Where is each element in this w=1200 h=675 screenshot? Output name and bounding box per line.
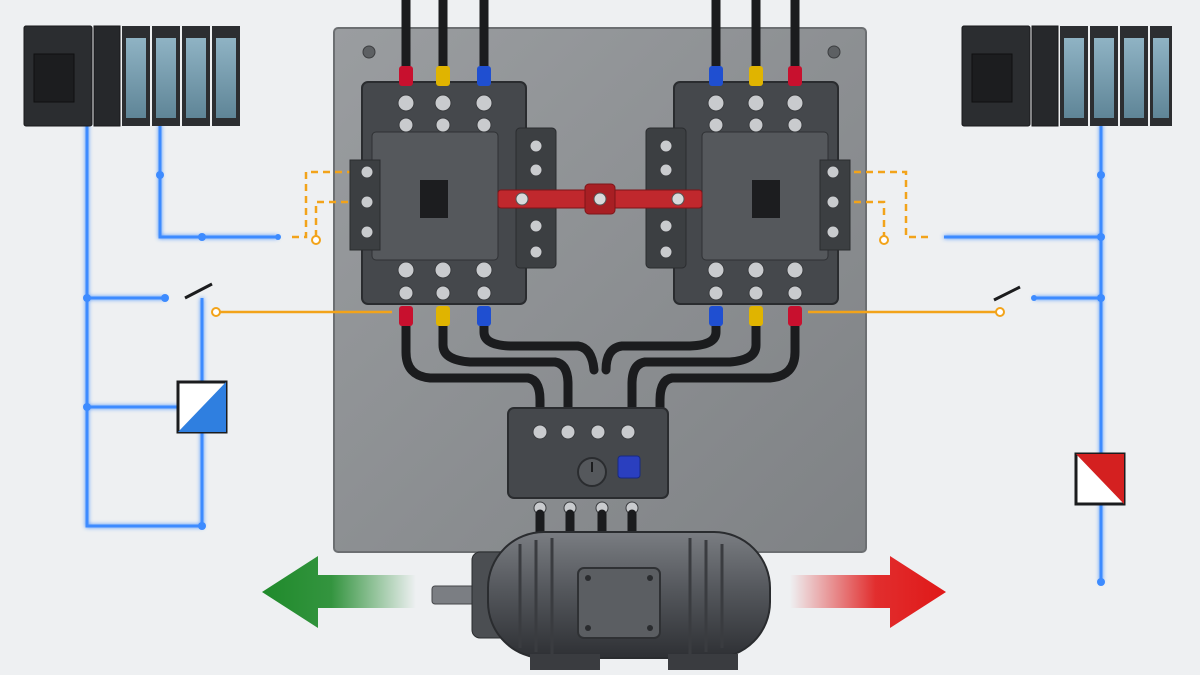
induction-motor-icon [431,531,771,670]
reverse-indicator-icon [1074,452,1126,506]
contactor-forward [349,66,557,326]
interlock-bar-icon [497,183,703,215]
plc-module-icon [961,25,1172,127]
switch-contact-left [184,282,213,300]
control-wiring-left [83,124,392,530]
supply-cables [401,0,800,77]
arrow-left-icon [262,556,416,628]
switch-contact-right [993,285,1021,302]
plc-module-icon [23,25,240,127]
overload-relay-icon [507,407,669,545]
arrow-right-icon [790,556,946,628]
forward-indicator-icon [176,380,228,434]
control-wiring-right [808,124,1105,586]
motor-cables [401,317,800,413]
contactor-reverse [645,66,851,326]
